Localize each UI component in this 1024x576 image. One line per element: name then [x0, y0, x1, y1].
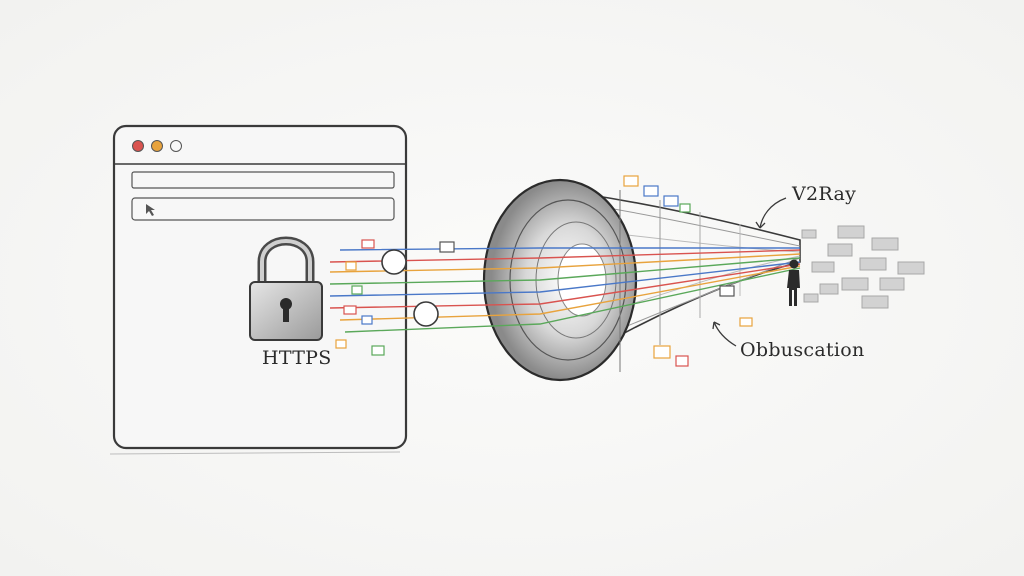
https-label: HTTPS: [262, 347, 332, 369]
v2ray-label: V2Ray: [792, 183, 857, 205]
obfuscation-label: Obbuscation: [740, 339, 865, 361]
window-minimize-dot: [151, 140, 163, 152]
cursor-icon: [146, 204, 155, 216]
noise-block-icon: [801, 225, 925, 309]
padlock-icon: [249, 236, 323, 341]
window-close-dot: [132, 140, 144, 152]
tunnel-cone-icon: [482, 178, 801, 382]
annotation-arrows: [712, 197, 787, 347]
data-packet-icon: [335, 175, 753, 367]
data-stream: [329, 247, 801, 333]
window-maximize-dot: [170, 140, 182, 152]
person-icon: [787, 259, 800, 306]
